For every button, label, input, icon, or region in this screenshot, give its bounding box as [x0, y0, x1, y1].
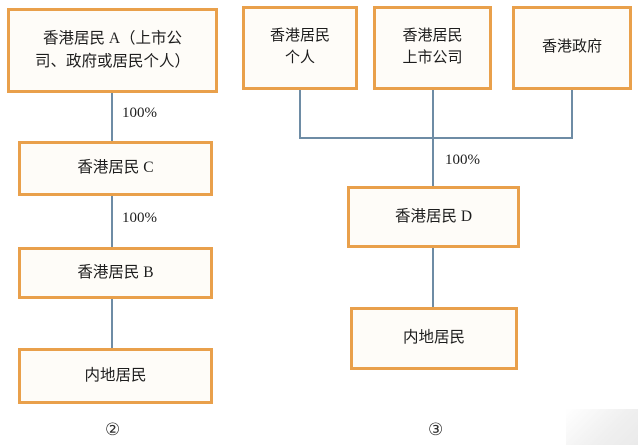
- connector-merge-to-hk-d: [432, 137, 434, 187]
- node-hk-government: 香港政府: [512, 6, 632, 90]
- node-hk-c: 香港居民 C: [18, 141, 213, 196]
- node-hk-a-label: 香港居民 A（上市公 司、政府或居民个人）: [23, 28, 202, 73]
- connector-hk-government-down: [571, 90, 573, 139]
- connector-hk-b-to-mainland: [111, 299, 113, 349]
- node-mainland-resident-left: 内地居民: [18, 348, 213, 404]
- connector-hk-a-to-hk-c: [111, 93, 113, 142]
- node-mainland-resident-right: 内地居民: [350, 307, 518, 370]
- node-hk-individual-line2: 个人: [284, 50, 315, 66]
- edge-label-hk-a-hk-c: 100%: [122, 105, 157, 121]
- node-hk-b: 香港居民 B: [18, 247, 213, 299]
- node-hk-individual-line1: 香港居民: [269, 28, 330, 45]
- node-hk-a-line1: 香港居民 A（上市公: [42, 30, 183, 48]
- node-hk-a: 香港居民 A（上市公 司、政府或居民个人）: [7, 8, 218, 93]
- node-hk-a-line2: 司、政府或居民个人）: [34, 52, 190, 70]
- node-hk-government-label: 香港政府: [541, 39, 602, 56]
- figure-label-2: ②: [105, 420, 121, 440]
- node-hk-listed-company: 香港居民 上市公司: [373, 6, 492, 90]
- edge-label-merge-hk-d: 100%: [445, 152, 480, 168]
- node-hk-individual: 香港居民 个人: [242, 6, 358, 90]
- figure-label-3: ③: [428, 420, 444, 440]
- merge-bar: [299, 137, 573, 139]
- node-hk-listed-company-line2: 上市公司: [402, 50, 463, 66]
- corner-watermark: [566, 409, 638, 445]
- node-hk-b-label: 香港居民 B: [77, 263, 154, 281]
- node-hk-d-label: 香港居民 D: [394, 207, 473, 225]
- connector-hk-d-to-mainland: [432, 248, 434, 308]
- node-mainland-resident-left-label: 内地居民: [84, 366, 147, 384]
- node-mainland-resident-right-label: 内地居民: [402, 329, 465, 347]
- edge-label-hk-c-hk-b: 100%: [122, 210, 157, 226]
- node-hk-d: 香港居民 D: [347, 186, 520, 248]
- node-hk-listed-company-line1: 香港居民: [402, 28, 463, 45]
- connector-hk-individual-down: [299, 90, 301, 139]
- connector-hk-c-to-hk-b: [111, 196, 113, 248]
- connector-hk-listed-company-down: [432, 90, 434, 139]
- node-hk-c-label: 香港居民 C: [77, 159, 154, 177]
- node-hk-listed-company-label: 香港居民 上市公司: [390, 26, 474, 70]
- node-hk-individual-label: 香港居民 个人: [258, 26, 342, 70]
